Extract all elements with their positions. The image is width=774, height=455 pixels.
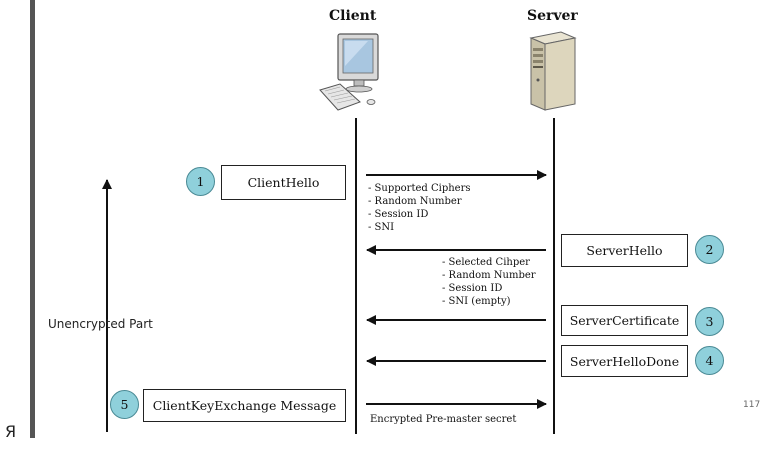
server-hello-box: ServerHello xyxy=(561,234,688,267)
note-line: - Selected Cihper xyxy=(442,257,530,268)
server-hello-done-box: ServerHelloDone xyxy=(561,345,688,377)
slide-left-border xyxy=(30,0,35,438)
note-line: - Random Number xyxy=(442,270,536,281)
note-line: - Session ID xyxy=(368,209,429,220)
server-hello-notes: - Selected Cihper - Random Number - Sess… xyxy=(442,256,536,308)
client-hello-box: ClientHello xyxy=(221,165,346,200)
server-tower-icon xyxy=(529,31,577,111)
desktop-computer-icon xyxy=(319,33,379,111)
stray-glyph: Я xyxy=(5,422,17,441)
step-4-badge: 4 xyxy=(695,346,724,375)
step-1-badge: 1 xyxy=(186,167,215,196)
step-3-badge: 3 xyxy=(695,307,724,336)
step-5-badge: 5 xyxy=(110,390,139,419)
server-label: Server xyxy=(527,8,578,24)
key-exchange-note: Encrypted Pre-master secret xyxy=(370,414,517,425)
note-line: - SNI (empty) xyxy=(442,296,511,307)
note-line: - Supported Ciphers xyxy=(368,183,471,194)
slide-number: 117 xyxy=(743,400,761,410)
client-label: Client xyxy=(329,8,377,24)
client-hello-notes: - Supported Ciphers - Random Number - Se… xyxy=(368,182,471,234)
client-key-exchange-box: ClientKeyExchange Message xyxy=(143,389,346,422)
server-certificate-box: ServerCertificate xyxy=(561,305,688,336)
note-line: - SNI xyxy=(368,222,395,233)
step-2-badge: 2 xyxy=(695,235,724,264)
server-lifeline xyxy=(553,118,555,434)
client-lifeline xyxy=(355,118,357,434)
note-line: - Random Number xyxy=(368,196,462,207)
unencrypted-part-label: Unencrypted Part xyxy=(48,317,153,331)
note-line: - Session ID xyxy=(442,283,503,294)
